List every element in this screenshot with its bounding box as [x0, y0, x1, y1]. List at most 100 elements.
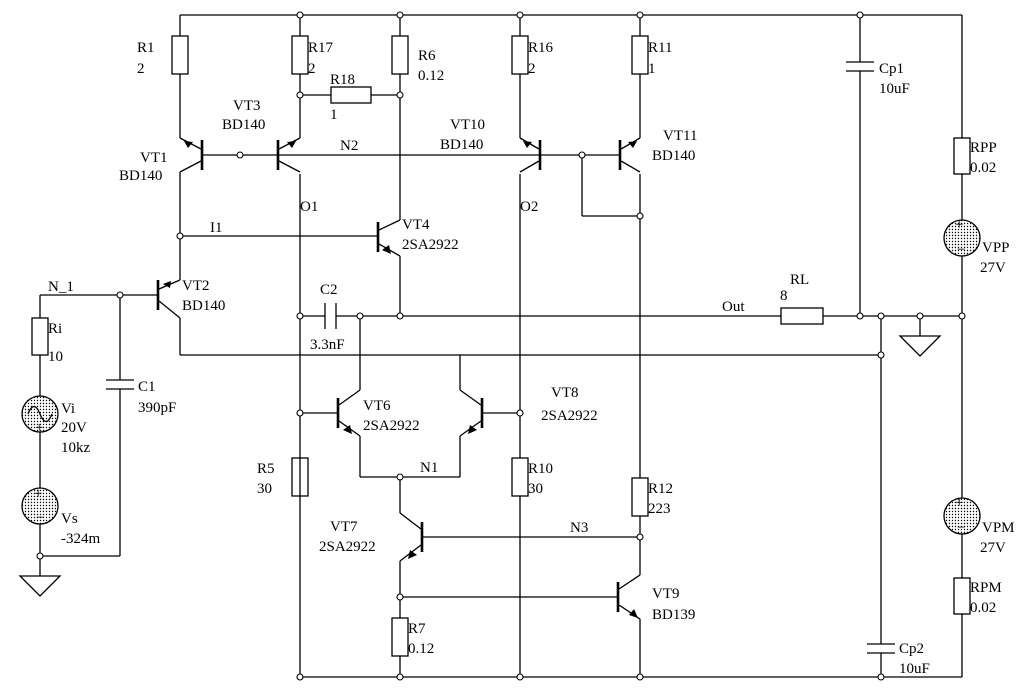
resistor-rpm [953, 577, 971, 615]
label-vt1-value: BD140 [119, 168, 162, 184]
transistor-vt8 [459, 389, 484, 437]
capacitors [106, 61, 895, 654]
label-r5-name: R5 [257, 461, 275, 477]
label-cp2-value: 10uF [899, 661, 930, 677]
label-r6-name: R6 [418, 48, 436, 64]
transistor-vt9 [616, 574, 641, 620]
resistor-r11 [631, 35, 649, 75]
transistor-vt7 [399, 512, 424, 562]
transistor-vt10 [519, 130, 542, 173]
junctions [36, 11, 966, 681]
svg-text:+: + [35, 420, 43, 436]
label-r1-name: R1 [137, 40, 155, 56]
label-vt7-name: VT7 [330, 519, 358, 535]
net-label-o1: O1 [300, 199, 318, 215]
label-r6-value: 0.12 [418, 68, 444, 84]
label-vt7-value: 2SA2922 [319, 539, 376, 555]
label-c1-value: 390pF [138, 400, 176, 416]
svg-text:+: + [955, 217, 963, 233]
label-vt3-name: VT3 [233, 98, 261, 114]
label-vi-value: 20V [61, 420, 87, 436]
label-r10-value: 30 [528, 481, 543, 497]
label-vt11-value: BD140 [652, 148, 695, 164]
resistor-r6 [391, 35, 409, 75]
transistor-vt4 [376, 219, 401, 257]
net-label-n1: N1 [420, 460, 438, 476]
svg-text:−: − [957, 520, 965, 536]
label-cp1-name: Cp1 [879, 61, 904, 77]
resistors [31, 35, 971, 657]
label-vi-freq: 10kz [61, 440, 91, 456]
label-vt4-value: 2SA2922 [402, 237, 459, 253]
label-rpp-name: RPP [970, 140, 997, 156]
sources: + − + − + + − [21, 217, 981, 536]
label-vt4-name: VT4 [402, 217, 430, 233]
voltage-source-vs: + − [21, 486, 59, 526]
transistor-vt3 [276, 130, 301, 173]
label-vt10-name: VT10 [450, 117, 485, 133]
label-c1-name: C1 [138, 379, 156, 395]
svg-text:−: − [36, 510, 44, 526]
label-rpm-name: RPM [970, 580, 1002, 596]
label-r12-name: R12 [648, 481, 673, 497]
label-cp1-value: 10uF [879, 81, 910, 97]
ac-source-vi: + [21, 395, 59, 436]
net-label-out: Out [722, 299, 745, 315]
label-vt11-name: VT11 [663, 128, 697, 144]
label-vt6-name: VT6 [363, 398, 391, 414]
label-vt6-value: 2SA2922 [363, 418, 420, 434]
resistor-rpp [953, 137, 971, 175]
net-label-n2: N2 [340, 138, 358, 154]
ground-symbol [898, 335, 942, 357]
resistor-r18 [330, 86, 372, 104]
net-label-n3: N3 [570, 520, 588, 536]
label-vt9-value: BD139 [652, 607, 695, 623]
label-r11-value: 1 [648, 61, 656, 77]
label-vpp-value: 27V [980, 260, 1006, 276]
capacitor-c2 [324, 303, 337, 329]
net-label-i1: I1 [210, 220, 223, 236]
label-r1-value: 2 [137, 61, 145, 77]
label-r11-name: R11 [648, 40, 672, 56]
svg-text:+: + [34, 486, 42, 502]
transistor-vt6 [336, 389, 361, 437]
resistor-r10 [511, 457, 529, 497]
label-r7-name: R7 [408, 621, 426, 637]
label-rpp-value: 0.02 [970, 160, 996, 176]
label-ri-value: 10 [48, 349, 63, 365]
label-rl-name: RL [790, 272, 809, 288]
resistor-rl [780, 307, 824, 325]
label-vs-name: Vs [61, 511, 78, 527]
transistor-vt2 [156, 279, 181, 319]
net-label-o2: O2 [520, 199, 538, 215]
svg-text:−: − [957, 242, 965, 258]
label-r10-name: R10 [528, 461, 553, 477]
resistor-ri [31, 317, 49, 356]
resistor-r1 [171, 35, 189, 75]
capacitor-c1 [106, 379, 134, 390]
label-r18-value: 1 [330, 107, 338, 123]
transistors [156, 130, 641, 620]
net-label-n-1: N_1 [48, 279, 74, 295]
label-r17-name: R17 [308, 40, 334, 56]
label-ri-name: Ri [48, 321, 62, 337]
resistor-r12 [631, 477, 649, 517]
wiring [39, 14, 963, 678]
label-c2-name: C2 [320, 282, 338, 298]
label-vpm-value: 27V [980, 540, 1006, 556]
grounds [18, 335, 942, 597]
label-r5-value: 30 [257, 481, 272, 497]
resistor-r5 [291, 457, 309, 497]
label-rpm-value: 0.02 [970, 600, 996, 616]
resistor-r17 [291, 35, 309, 75]
transistor-vt1 [179, 130, 204, 174]
label-r12-value: 223 [648, 501, 671, 517]
label-vpp-name: VPP [982, 240, 1010, 256]
capacitor-cp2 [867, 643, 895, 654]
label-cp2-name: Cp2 [899, 641, 924, 657]
net-labels: N2 O1 O2 I1 N_1 Out N1 N3 [48, 138, 745, 536]
label-r17-value: 2 [308, 61, 316, 77]
voltage-source-vpm: + − [943, 495, 981, 536]
label-vi-name: Vi [61, 401, 75, 417]
label-vt3-value: BD140 [222, 117, 265, 133]
